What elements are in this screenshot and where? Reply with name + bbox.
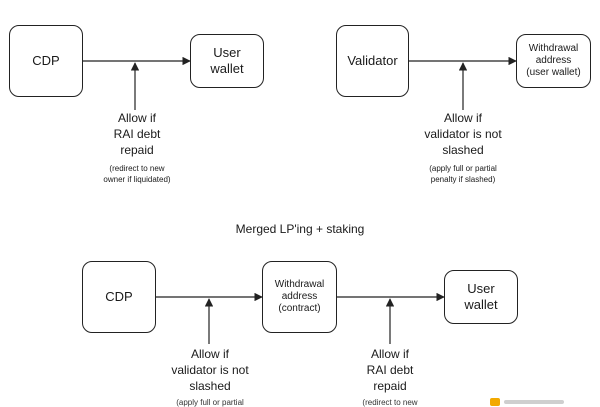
user-wallet-box-top: User wallet — [190, 34, 264, 88]
user-wallet-box-merged-label: User wallet — [464, 281, 498, 312]
cdp-box-merged-label: CDP — [105, 289, 133, 305]
condition-not-slashed-top: Allow if validator is not slashed — [424, 111, 502, 157]
withdrawal-contract-box: Withdrawal address (contract) — [262, 261, 337, 333]
merged-section-title: Merged LP'ing + staking — [235, 222, 365, 236]
withdrawal-wallet-box: Withdrawal address (user wallet) — [516, 34, 591, 88]
withdrawal-contract-box-label: Withdrawal address (contract) — [274, 279, 325, 314]
validator-box: Validator — [336, 25, 409, 97]
note-redirect-merged-clipped: (redirect to new — [362, 398, 418, 407]
note-redirect-top: (redirect to new owner if liquidated) — [103, 164, 171, 184]
condition-not-slashed-merged: Allow if validator is not slashed — [171, 347, 249, 393]
withdrawal-wallet-box-label: Withdrawal address (user wallet) — [526, 43, 581, 78]
condition-rai-debt-top: Allow if RAI debt repaid — [113, 111, 161, 157]
cdp-box-top-label: CDP — [32, 53, 60, 69]
watermark-logo-icon — [490, 398, 500, 406]
cdp-box-merged: CDP — [82, 261, 156, 333]
cdp-box-top: CDP — [9, 25, 83, 97]
top-left-title-clipped — [135, 0, 138, 5]
note-penalty-top: (apply full or partial penalty if slashe… — [429, 164, 497, 184]
validator-box-label: Validator — [347, 53, 398, 69]
note-penalty-merged-clipped: (apply full or partial — [176, 398, 244, 407]
user-wallet-box-merged: User wallet — [444, 270, 518, 324]
condition-rai-debt-merged: Allow if RAI debt repaid — [366, 347, 414, 393]
watermark-text — [504, 400, 564, 404]
user-wallet-box-top-label: User wallet — [210, 45, 244, 76]
top-right-title-clipped — [461, 0, 464, 5]
